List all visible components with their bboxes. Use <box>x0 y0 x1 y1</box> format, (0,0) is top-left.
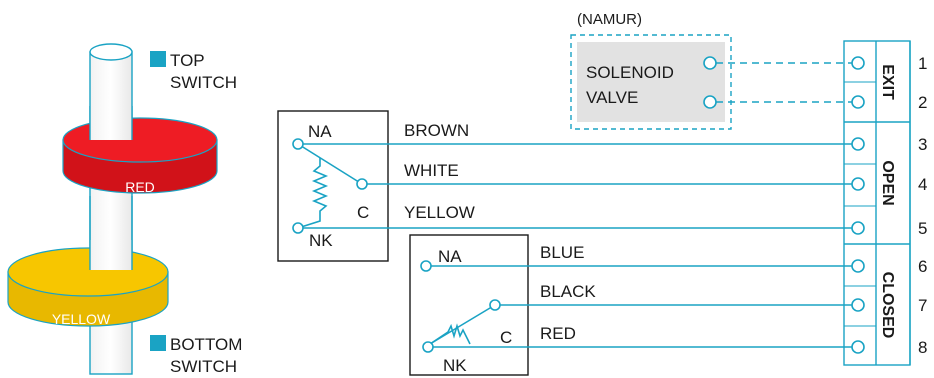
solenoid-valve: (NAMUR) SOLENOID VALVE <box>570 11 852 130</box>
wire-label-blue: BLUE <box>540 243 584 262</box>
top-microswitch: NA C NK <box>277 110 389 262</box>
section-exit: EXIT <box>879 64 896 100</box>
top-na-label: NA <box>308 122 332 141</box>
top-nk-node <box>292 222 304 234</box>
solenoid-body <box>577 42 725 122</box>
terminal-node-2 <box>851 95 865 109</box>
wire-label-red: RED <box>540 324 576 343</box>
solenoid-frame <box>570 34 732 130</box>
top-switch-label-2: SWITCH <box>170 73 237 92</box>
top-switch-lever <box>297 143 363 185</box>
section-open: OPEN <box>879 160 896 205</box>
wire-label-white: WHITE <box>404 161 459 180</box>
terminal-block: 1 2 3 4 5 6 7 8 EXIT OPEN CLOSED <box>843 40 927 366</box>
bottom-switch-spring <box>429 323 471 345</box>
bottom-na-label: NA <box>438 247 462 266</box>
terminal-number-4: 4 <box>918 175 927 194</box>
wire-label-black: BLACK <box>540 282 596 301</box>
bottom-switch-label-1: BOTTOM <box>170 335 242 354</box>
bottom-switch-marker <box>150 335 166 351</box>
top-switch-spring <box>297 158 329 229</box>
top-c-label: C <box>357 203 369 222</box>
terminal-number-7: 7 <box>918 296 927 315</box>
terminal-node-4 <box>851 177 865 191</box>
top-na-node <box>292 138 304 150</box>
terminal-number-2: 2 <box>918 93 927 112</box>
terminal-frame <box>843 40 911 366</box>
terminal-number-6: 6 <box>918 257 927 276</box>
top-switch-box <box>277 110 389 262</box>
red-cam-label: RED <box>125 179 155 195</box>
terminal-node-8 <box>851 340 865 354</box>
solenoid-label-1: SOLENOID <box>586 63 674 82</box>
wire-label-yellow: YELLOW <box>404 203 475 222</box>
top-nk-label: NK <box>309 231 333 250</box>
terminal-node-7 <box>851 298 865 312</box>
solenoid-node-1 <box>703 56 717 70</box>
bottom-nk-label: NK <box>443 356 467 375</box>
terminal-number-5: 5 <box>918 219 927 238</box>
section-closed: CLOSED <box>879 272 896 339</box>
shaft-assembly: RED YELLOW TOP SWITCH BOTTOM SWITCH <box>7 43 242 376</box>
terminal-number-8: 8 <box>918 338 927 357</box>
namur-label: (NAMUR) <box>577 11 642 28</box>
terminal-node-5 <box>851 221 865 235</box>
bottom-microswitch: NA C NK <box>409 234 529 376</box>
terminal-node-3 <box>851 137 865 151</box>
red-cam <box>62 106 218 194</box>
yellow-cam <box>7 196 169 327</box>
terminal-node-1 <box>851 56 865 70</box>
top-c-node <box>356 178 368 190</box>
solenoid-label-2: VALVE <box>586 88 638 107</box>
yellow-cam-label: YELLOW <box>52 311 111 327</box>
top-switch-label-1: TOP <box>170 51 205 70</box>
terminal-node-6 <box>851 259 865 273</box>
bottom-c-node <box>489 299 501 311</box>
wire-label-brown: BROWN <box>404 121 469 140</box>
shaft-top <box>89 43 133 61</box>
top-switch-marker <box>150 51 166 67</box>
bottom-na-node <box>420 260 432 272</box>
terminal-number-1: 1 <box>918 54 927 73</box>
bottom-c-label: C <box>500 328 512 347</box>
terminal-number-3: 3 <box>918 135 927 154</box>
bottom-switch-label-2: SWITCH <box>170 357 237 376</box>
bottom-nk-node <box>422 341 434 353</box>
wires: BROWN WHITE YELLOW BLUE BLACK RED <box>303 121 852 348</box>
solenoid-node-2 <box>703 95 717 109</box>
